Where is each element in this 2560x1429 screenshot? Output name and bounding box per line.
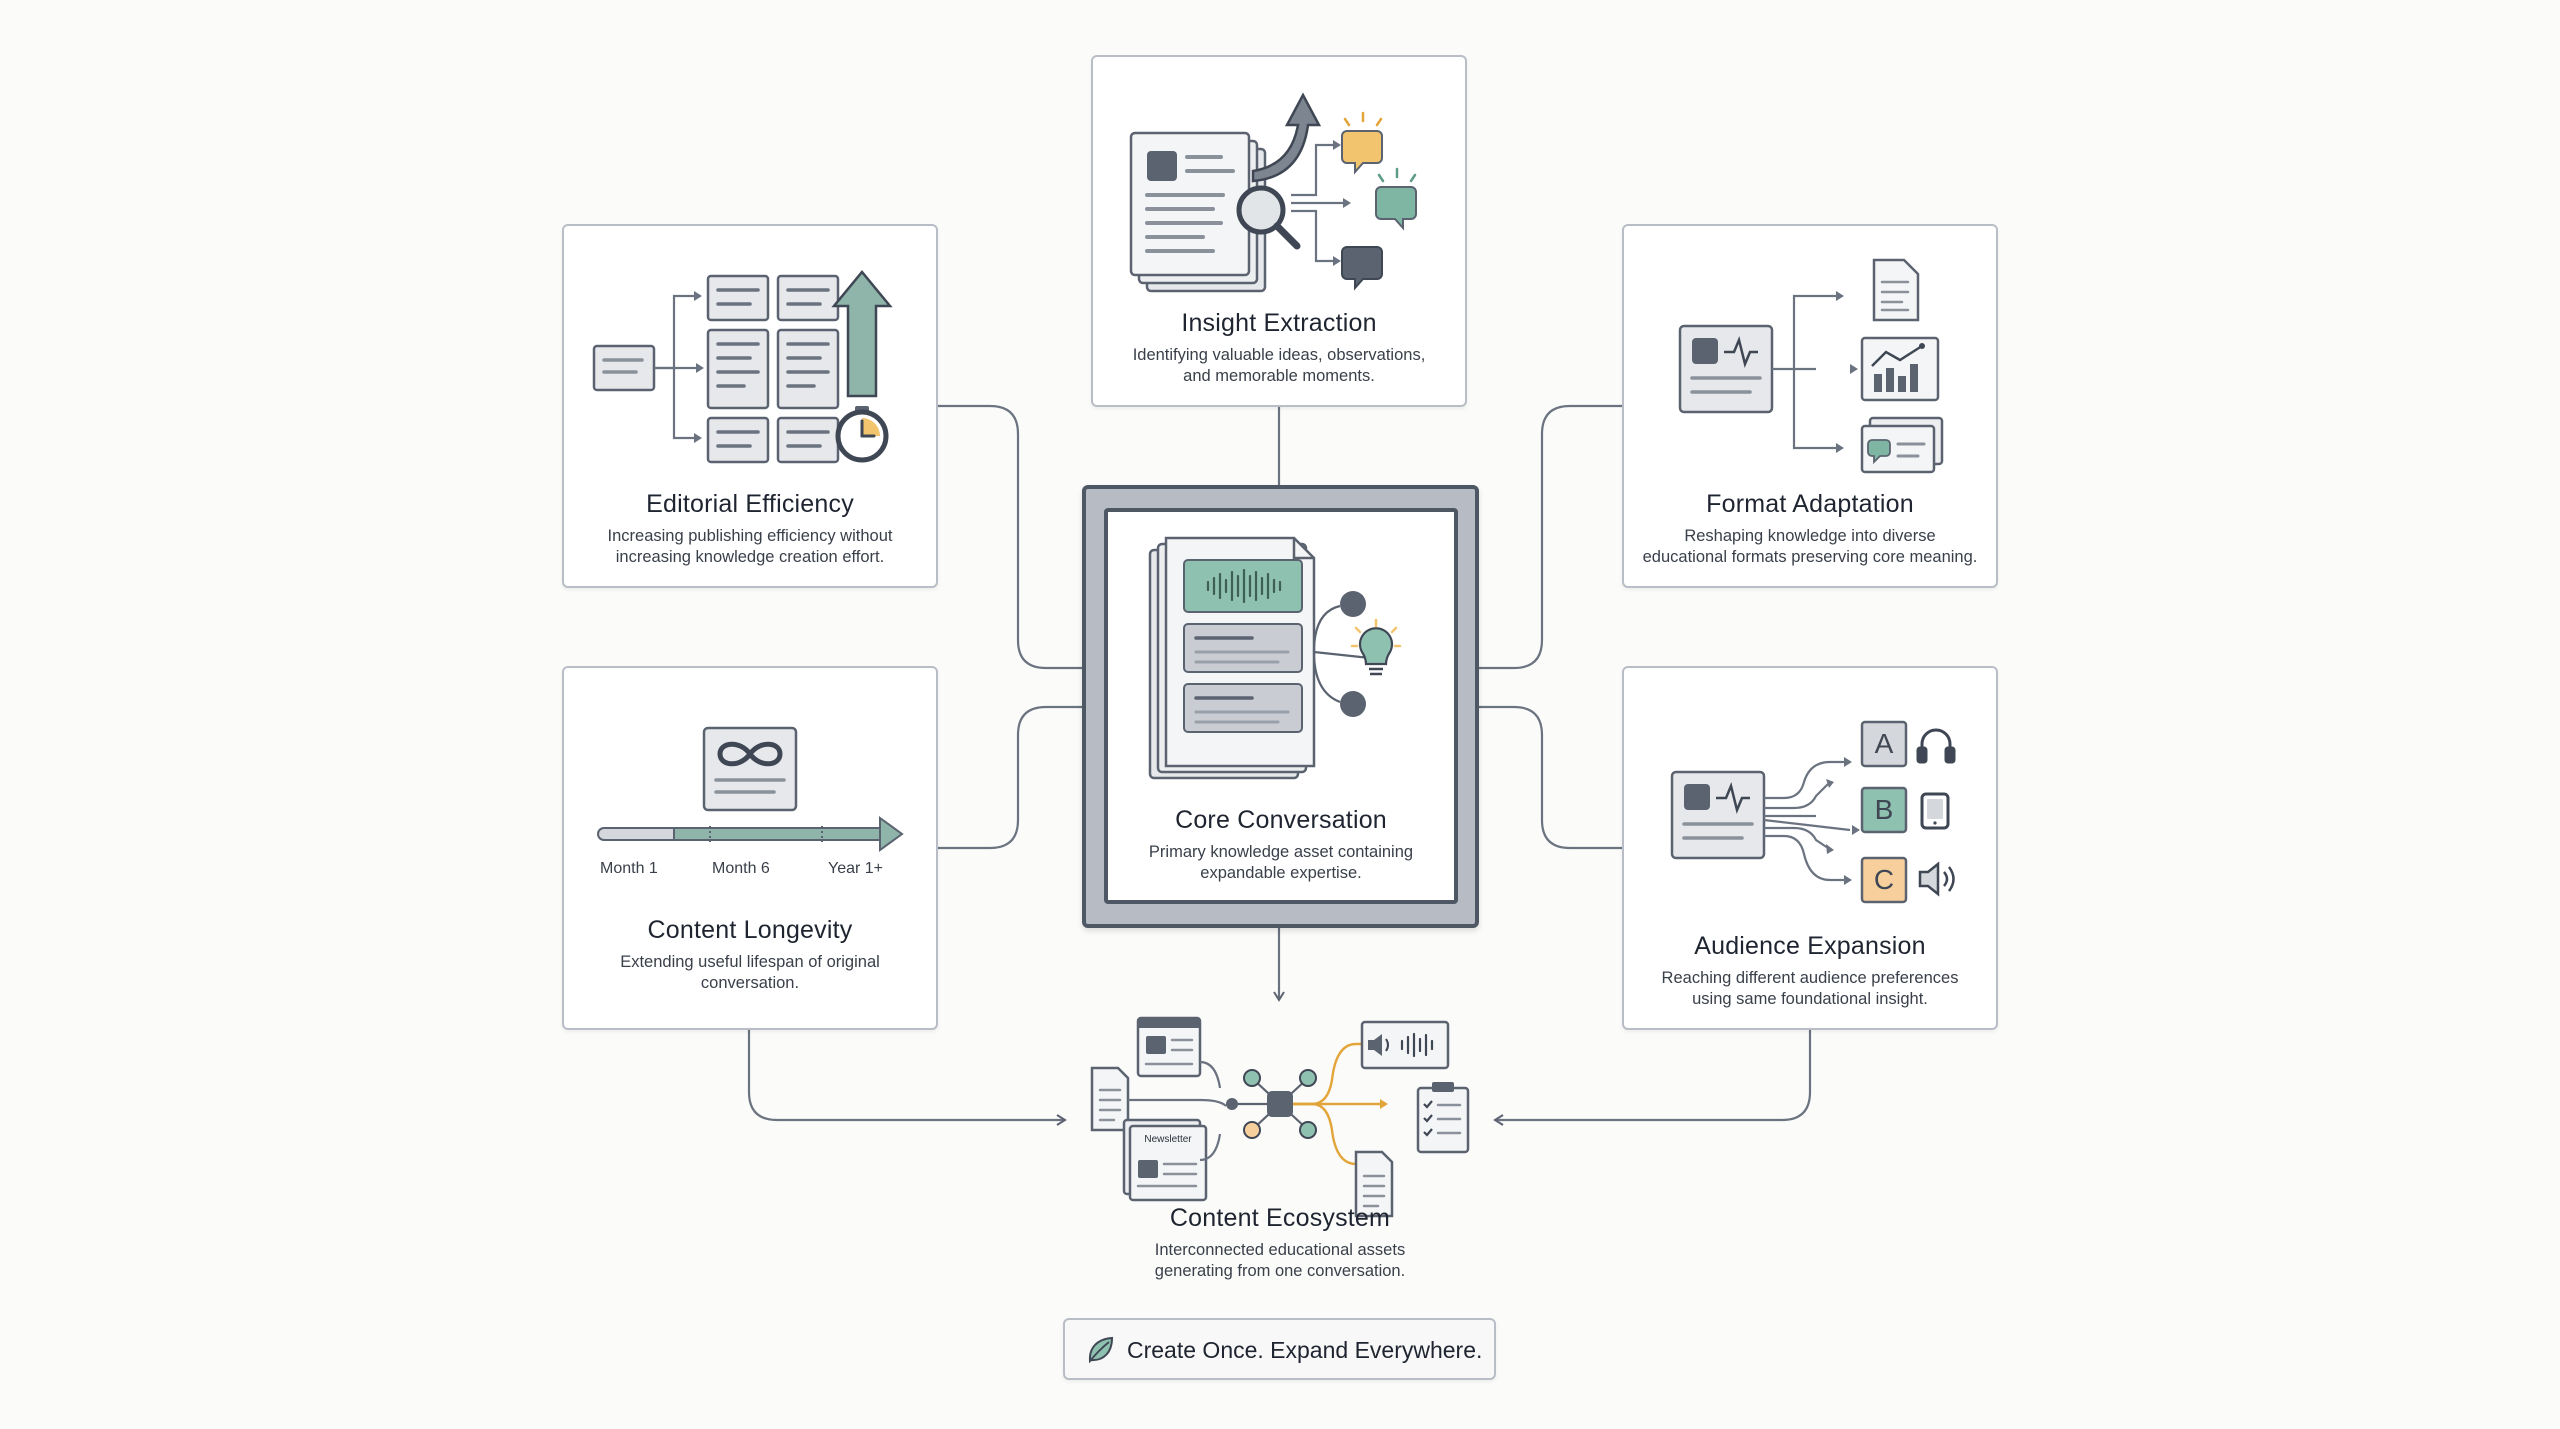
variant-a-label: A xyxy=(1874,728,1894,759)
longevity-desc-line2: conversation. xyxy=(700,974,800,992)
editorial-title: Editorial Efficiency xyxy=(646,490,854,518)
ecosystem-title: Content Ecosystem xyxy=(1169,1204,1391,1232)
timeline-label-month6: Month 6 xyxy=(712,860,770,877)
node-dot-top xyxy=(1340,591,1366,617)
newsletter-icon xyxy=(1122,1118,1208,1202)
source-card-icon xyxy=(1670,770,1766,860)
variant-b-box xyxy=(1860,786,1908,834)
longevity-illustration xyxy=(597,726,904,852)
core-desc-line2: expandable expertise. xyxy=(1200,864,1362,882)
insight-title: Insight Extraction xyxy=(1181,309,1377,337)
webpage-icon xyxy=(1136,1016,1202,1078)
core-desc-line1: Primary knowledge asset containing xyxy=(1148,843,1414,861)
document-icon-left xyxy=(1090,1066,1130,1132)
ecosystem-desc-line2: generating from one conversation. xyxy=(1154,1262,1406,1280)
headphones-icon xyxy=(1916,728,1956,764)
node-dot-bottom xyxy=(1340,691,1366,717)
text-block-2 xyxy=(1183,683,1303,733)
connector-format-core xyxy=(1479,404,1622,670)
tablet-icon xyxy=(1920,792,1950,830)
core-conversation-card: Core Conversation Primary knowledge asse… xyxy=(1104,508,1458,904)
tagline-text: Create Once. Expand Everywhere. xyxy=(1127,1337,1483,1363)
audio-snippet-icon xyxy=(1360,1020,1450,1070)
source-document-icon xyxy=(592,344,656,392)
speaker-icon xyxy=(1918,861,1955,897)
ecosystem-desc-line1: Interconnected educational assets xyxy=(1154,1241,1406,1259)
idea-bubble-amber-icon xyxy=(1341,111,1383,175)
content-longevity-card: Month 1 Month 6 Year 1+ Content Longevit… xyxy=(562,666,938,1030)
source-card-icon xyxy=(1678,324,1774,414)
audience-title: Audience Expansion xyxy=(1694,932,1926,960)
editorial-illustration xyxy=(592,270,893,464)
audience-desc-line2: using same foundational insight. xyxy=(1692,990,1928,1008)
format-adaptation-card: Format Adaptation Reshaping knowledge in… xyxy=(1622,224,1998,588)
variant-c-label: C xyxy=(1873,864,1895,895)
document-grid-icon xyxy=(706,274,840,464)
chat-card-icon xyxy=(1860,416,1944,474)
format-title: Format Adaptation xyxy=(1706,490,1914,518)
variant-b-label: B xyxy=(1874,794,1894,825)
checklist-icon xyxy=(1416,1082,1470,1154)
magnifier-icon xyxy=(1236,185,1301,250)
variant-c-box xyxy=(1860,856,1908,904)
editorial-desc-line2: increasing knowledge creation effort. xyxy=(615,548,885,566)
variant-a-box xyxy=(1860,720,1908,768)
format-desc-line1: Reshaping knowledge into diverse xyxy=(1684,527,1936,545)
tagline-box: Create Once. Expand Everywhere. xyxy=(1063,1318,1496,1380)
format-desc-line2: educational formats preserving core mean… xyxy=(1642,548,1978,566)
idea-bubble-dark-icon xyxy=(1341,246,1383,291)
audience-illustration xyxy=(1670,720,1956,904)
timeline-arrow xyxy=(597,816,904,852)
timeline-label-month1: Month 1 xyxy=(600,860,658,877)
core-title: Core Conversation xyxy=(1175,806,1387,834)
insight-desc-line2: and memorable moments. xyxy=(1183,367,1375,385)
lightbulb-icon xyxy=(1350,618,1402,676)
growth-arrow-icon xyxy=(831,270,893,398)
longevity-desc-line1: Extending useful lifespan of original xyxy=(620,953,880,971)
insight-extraction-card: Insight Extraction Identifying valuable … xyxy=(1091,55,1467,407)
text-block-1 xyxy=(1183,623,1303,673)
document-stack-icon xyxy=(1129,131,1267,293)
core-illustration xyxy=(1148,536,1402,780)
connector-longevity-ecosystem xyxy=(747,1030,1067,1126)
audience-expansion-card: A B C Audience Expansion Reaching differ… xyxy=(1622,666,1998,1030)
connector-longevity-core xyxy=(938,705,1082,850)
leaf-icon xyxy=(1088,1336,1114,1364)
waveform-icon xyxy=(1206,568,1282,604)
article-doc-icon xyxy=(1872,258,1920,322)
stopwatch-icon xyxy=(835,406,889,463)
document-icon-right xyxy=(1354,1150,1394,1218)
idea-bubble-teal-icon xyxy=(1375,167,1417,231)
infinity-icon xyxy=(702,726,798,812)
audience-desc-line1: Reaching different audience preferences xyxy=(1661,969,1959,987)
connector-audience-core xyxy=(1479,705,1622,850)
insight-desc-line1: Identifying valuable ideas, observations… xyxy=(1132,346,1426,364)
chart-slide-icon xyxy=(1860,336,1940,402)
connector-editorial-core xyxy=(938,404,1082,670)
longevity-title: Content Longevity xyxy=(647,916,853,944)
newsletter-label: Newsletter xyxy=(1144,1134,1192,1145)
insight-illustration xyxy=(1129,92,1417,293)
editorial-desc-line1: Increasing publishing efficiency without xyxy=(607,527,893,545)
format-illustration xyxy=(1678,258,1944,474)
connector-audience-ecosystem xyxy=(1493,1030,1812,1126)
timeline-label-year1: Year 1+ xyxy=(828,860,884,877)
ecosystem-illustration xyxy=(1090,1016,1470,1218)
up-arrow-icon xyxy=(1251,92,1322,183)
hub-network-icon xyxy=(1226,1069,1317,1139)
content-ecosystem-node: Newsletter Content Ecosystem Interconnec… xyxy=(1080,1010,1480,1290)
editorial-efficiency-card: Editorial Efficiency Increasing publishi… xyxy=(562,224,938,588)
